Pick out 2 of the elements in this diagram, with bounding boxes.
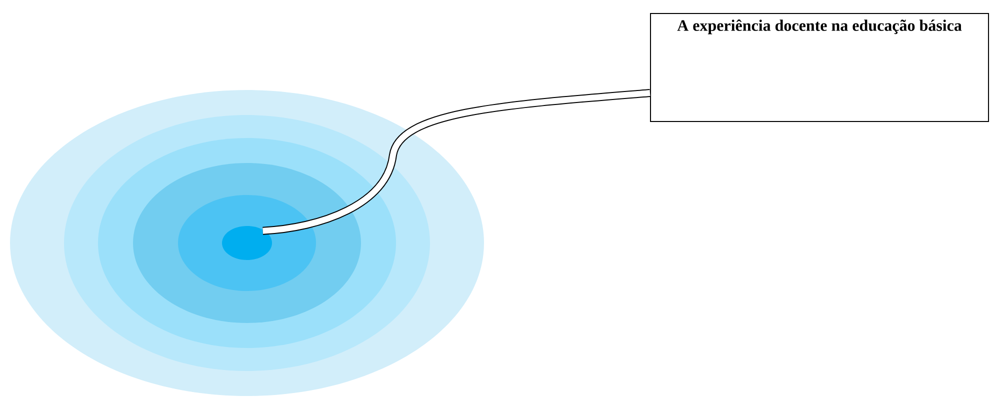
text-box: A experiência docente na educação básica (650, 13, 989, 122)
target-center (222, 226, 272, 260)
